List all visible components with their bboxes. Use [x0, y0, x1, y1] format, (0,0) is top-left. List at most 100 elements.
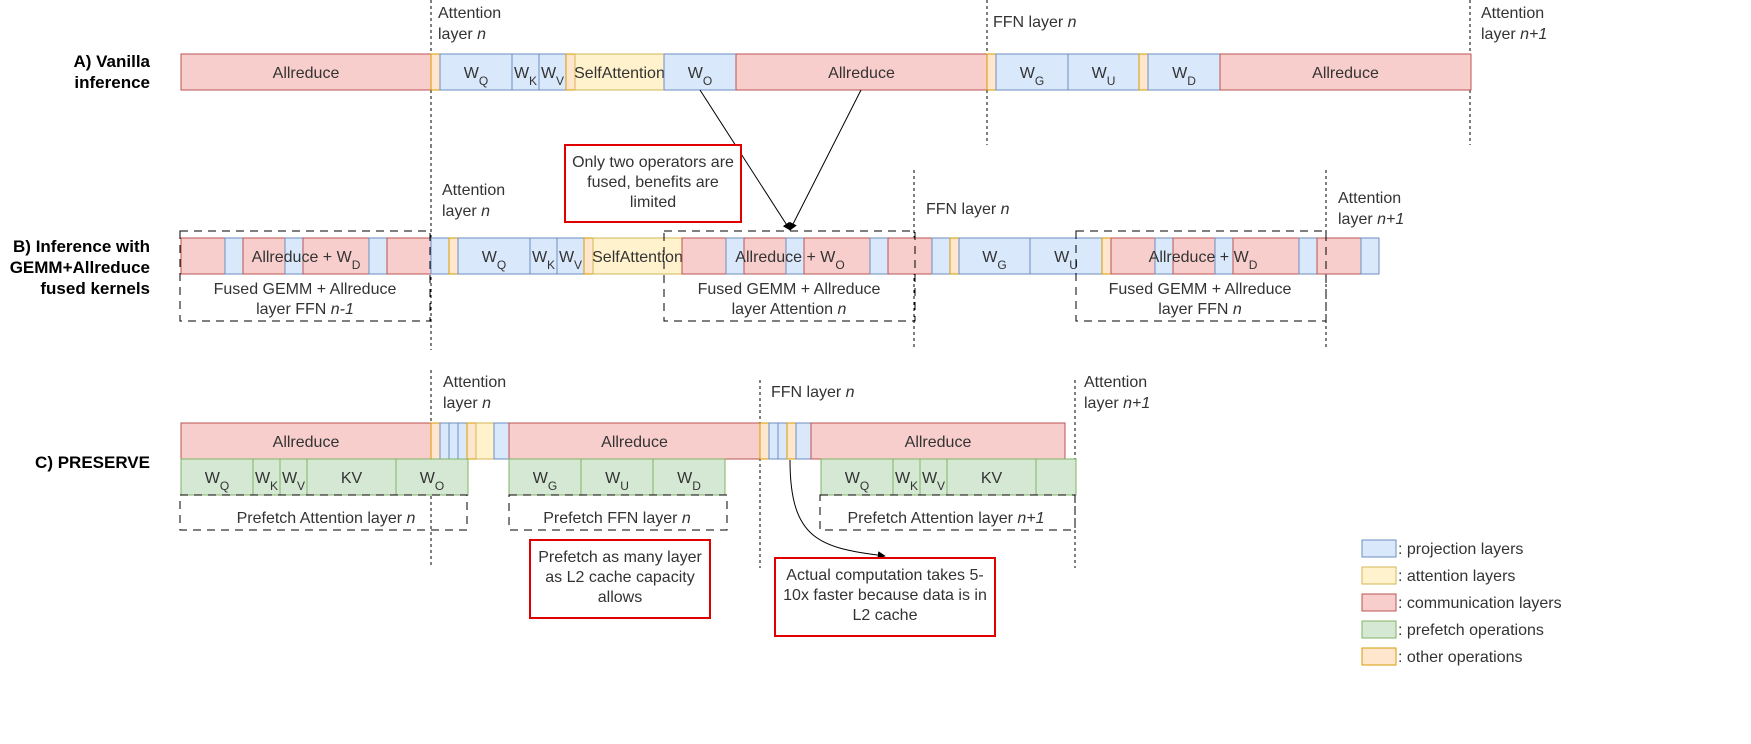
layer-marker: FFN layer n [926, 201, 1010, 218]
callout-border [564, 144, 742, 223]
callout-text: fused, benefits are [587, 174, 719, 191]
legend-item-prefetch: : prefetch operations [1361, 620, 1544, 639]
arrow-compute-to-callout [789, 459, 886, 560]
segment-label: WO [420, 470, 444, 493]
segment-label: WQ [845, 470, 869, 493]
layer-marker-line: Attention [1084, 374, 1147, 391]
segment-label: WV [922, 470, 945, 493]
segment-label: SelfAttention [592, 249, 683, 266]
projection-segment [368, 237, 388, 275]
segment-label: WG [1020, 65, 1044, 88]
other-segment [1138, 53, 1149, 91]
callout-border [774, 557, 996, 637]
communication-segment [735, 53, 988, 91]
projection-segment [1067, 53, 1140, 91]
segment-label: Allreduce [601, 434, 668, 451]
layer-marker-line: Attention [438, 5, 501, 22]
other-segment [986, 53, 997, 91]
segment-label: KV [981, 470, 1003, 487]
attention-segment [475, 422, 495, 460]
segment-label: WK [532, 249, 555, 272]
layer-marker-line: Attention [442, 182, 505, 199]
segment-label: WG [982, 249, 1006, 272]
row-label-line: B) Inference with [13, 237, 150, 256]
segment-label: WK [255, 470, 278, 493]
other-segment [466, 422, 477, 460]
row-label-line: fused kernels [40, 279, 150, 298]
legend-swatch [1361, 620, 1397, 639]
layer-marker-line: Attention [1481, 5, 1544, 22]
arrow-allreduce-to-fused [789, 89, 862, 231]
layer-marker-line: layer n [438, 26, 486, 43]
attention-segment [574, 53, 665, 91]
communication-segment [386, 237, 432, 275]
legend-swatch [1361, 593, 1397, 612]
other-segment [430, 422, 441, 460]
layer-marker-line: FFN layer n [771, 384, 855, 401]
legend-label: : communication layers [1398, 595, 1562, 612]
callout-border [529, 539, 711, 619]
dashed-group-box [179, 230, 431, 322]
legend-item-projection: : projection layers [1361, 539, 1523, 558]
projection-segment [795, 422, 812, 460]
callout-arrows [699, 89, 886, 560]
communication-segment [302, 237, 370, 275]
callout-text: limited [630, 194, 676, 211]
other-segment [949, 237, 960, 275]
other-segment [448, 237, 459, 275]
communication-segment [681, 237, 727, 275]
dashed-group-label: Prefetch Attention layer n+1 [847, 510, 1044, 527]
layer-marker-line: layer n [443, 395, 491, 412]
callout-text: L2 cache [853, 607, 918, 624]
prefetch-segment [652, 458, 726, 496]
prefetch-segment [946, 458, 1037, 496]
projection-segment [457, 422, 468, 460]
projection-segment [439, 422, 450, 460]
layer-marker-line: Attention [1338, 190, 1401, 207]
dashed-group-label-line: Prefetch FFN layer n [543, 510, 691, 527]
projection-segment [529, 237, 558, 275]
projection-segment [777, 422, 788, 460]
segment-label: Allreduce [1312, 65, 1379, 82]
layer-marker-line: layer n+1 [1481, 26, 1547, 43]
other-segment [1101, 237, 1112, 275]
row-label-c: C) PRESERVE [35, 453, 150, 472]
projection-segment [439, 53, 513, 91]
dashed-group-box [179, 494, 468, 531]
callout-text: allows [598, 589, 642, 606]
fused-kernel-label: Allreduce + WD [252, 249, 361, 272]
segment-label: WK [514, 65, 537, 88]
segment-label: KV [341, 470, 363, 487]
dashed-group-box [663, 230, 916, 322]
layer-marker-line: Attention [443, 374, 506, 391]
communication-segment [803, 237, 871, 275]
projection-segment [1029, 237, 1103, 275]
communication-segment [887, 237, 933, 275]
callout-text: Prefetch as many layer [538, 549, 702, 566]
legend-swatch [1361, 566, 1397, 585]
communication-segment [242, 237, 286, 275]
callout-text: Actual computation takes 5- [786, 567, 983, 584]
prefetch-segment [580, 458, 654, 496]
legend: : projection layers: attention layers: c… [1361, 539, 1562, 666]
layer-marker-line: layer n+1 [1338, 211, 1404, 228]
layer-marker: Attention layer n+1 [1481, 5, 1547, 43]
projection-segment [1147, 53, 1221, 91]
projection-segment [538, 53, 567, 91]
communication-segment [180, 237, 226, 275]
callout-text: Only two operators are [572, 154, 734, 171]
segment-label: WV [559, 249, 582, 272]
segment-label: WO [688, 65, 712, 88]
fused-kernel-label: Allreduce + WD [1149, 249, 1258, 272]
communication-segment [508, 422, 761, 460]
segment-label: WQ [464, 65, 488, 88]
dashed-group-label-line: Fused GEMM + Allreduce [214, 281, 397, 298]
